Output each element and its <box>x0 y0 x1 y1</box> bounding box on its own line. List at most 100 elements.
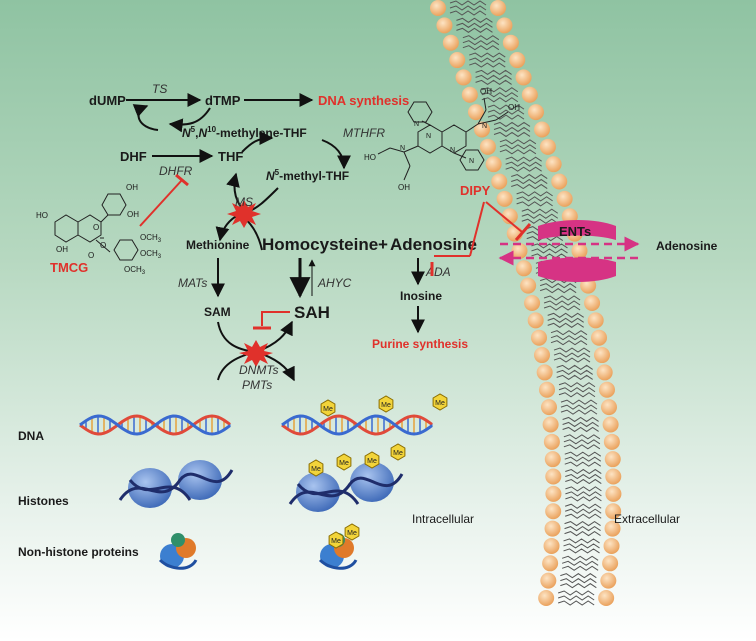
lipid-tail <box>563 538 600 544</box>
lipid-tail <box>469 52 506 58</box>
lipid-head-outer <box>591 329 608 346</box>
methyl-label: Me <box>393 450 403 457</box>
lipid-tail <box>565 486 602 492</box>
lipid-head-inner <box>544 451 561 468</box>
methyl-label: Me <box>435 400 445 407</box>
lipid-tail <box>547 317 584 323</box>
ents-label: ENTs <box>559 224 591 239</box>
histones-row-label: Histones <box>18 494 69 508</box>
lipid-head-outer <box>509 52 526 69</box>
lipid-tail <box>505 161 542 167</box>
dipy-oh-3: HO <box>364 153 376 162</box>
lipid-head-inner <box>474 121 491 138</box>
lipid-head-outer <box>556 190 573 207</box>
dipy-inhibition-line-ada <box>469 201 485 257</box>
lipid-head-inner <box>515 260 532 277</box>
lipid-tail <box>481 92 519 98</box>
lipid-tail <box>493 126 531 133</box>
extracellular-adenosine-label: Adenosine <box>656 239 718 253</box>
lipid-tail <box>563 444 601 450</box>
lipid-head-inner <box>545 485 562 502</box>
dipy-amine-n-2: N <box>400 145 405 152</box>
lipid-tail <box>558 392 596 398</box>
lipid-head-inner <box>543 537 560 554</box>
lipid-head-inner <box>461 86 478 103</box>
lipid-tail <box>511 183 548 190</box>
lipid-tail <box>556 364 593 371</box>
lipid-head-outer <box>584 295 601 311</box>
ms-inhibition-burst <box>227 200 261 228</box>
lipid-head-outer <box>534 121 551 138</box>
lipid-head-inner <box>479 138 496 155</box>
ms-enzyme-label: MS <box>235 195 253 209</box>
tmcg-oh-2: OH <box>126 183 138 192</box>
dna-row-label: DNA <box>18 429 44 443</box>
lipid-head-inner <box>524 295 541 311</box>
lipid-tail <box>493 131 531 138</box>
lipid-head-inner <box>467 104 484 121</box>
lipid-head-outer <box>545 156 562 173</box>
ada-enzyme-label: ADA <box>425 265 451 279</box>
lipid-head-inner <box>534 347 551 364</box>
lipid-head-inner <box>455 69 472 86</box>
inosine-label: Inosine <box>400 289 442 303</box>
dipy-piperidine-n-1: N <box>414 121 419 128</box>
non-histone-row-label: Non-histone proteins <box>18 545 139 559</box>
lipid-head-inner <box>491 173 508 190</box>
lipid-head-outer <box>587 312 604 329</box>
lipid-tail <box>547 322 584 328</box>
nucleosome-pair-methylated <box>288 462 404 512</box>
lipid-tail <box>449 0 487 6</box>
tmcg-o-carbonyl: O <box>88 251 94 260</box>
lipid-tail <box>557 595 595 601</box>
lipid-head-outer <box>602 416 619 433</box>
dtmp-label: dTMP <box>205 93 241 108</box>
lipid-head-inner <box>520 277 537 294</box>
lipid-tail <box>547 312 584 318</box>
lipid-tail <box>565 473 602 480</box>
lipid-tail <box>564 530 601 537</box>
lipid-head-outer <box>594 347 611 364</box>
lipid-head-inner <box>544 520 561 537</box>
dna-strand-b <box>79 414 231 436</box>
lipid-tail <box>531 243 568 249</box>
lipid-tail <box>543 305 581 311</box>
lipid-tail <box>487 104 525 110</box>
lipid-head-outer <box>496 17 513 34</box>
methyl-label: Me <box>331 538 341 545</box>
lipid-tail <box>481 87 519 93</box>
methyl-label: Me <box>381 402 391 409</box>
purine-synthesis-label: Purine synthesis <box>372 337 468 351</box>
dipy-label: DIPY <box>460 183 491 198</box>
lipid-head-inner <box>545 503 562 520</box>
lipid-tail <box>560 404 598 410</box>
protein-unmethylated <box>158 533 198 570</box>
lipid-tail <box>531 248 568 254</box>
methyl-hexagon <box>390 443 406 461</box>
lipid-tail <box>560 573 597 579</box>
lipid-tail <box>493 121 531 128</box>
lipid-tail <box>562 426 599 433</box>
lipid-tail <box>562 421 599 428</box>
lipid-tail <box>475 79 512 86</box>
lipid-tail <box>556 374 593 381</box>
lipid-tail <box>560 409 598 415</box>
sah-label: SAH <box>294 303 330 322</box>
lipid-tail <box>449 10 487 16</box>
dipy-oh-4: OH <box>398 183 410 192</box>
lipid-tail <box>564 461 602 467</box>
methyl-thf-label: N5-methyl-THF <box>266 168 349 183</box>
ahyc-enzyme-label: AHYC <box>317 276 352 290</box>
lipid-tail <box>557 590 595 596</box>
plus-sign: + <box>378 235 388 254</box>
lipid-tail <box>564 525 601 532</box>
methyl-label: Me <box>339 460 349 467</box>
lipid-tail <box>558 387 596 393</box>
lipid-head-outer <box>605 503 622 520</box>
lipid-head-inner <box>542 416 559 433</box>
lipid-tail <box>521 208 559 214</box>
lipid-head-outer <box>551 173 568 190</box>
lipid-head-inner <box>485 156 502 173</box>
lipid-head-outer <box>604 451 621 468</box>
